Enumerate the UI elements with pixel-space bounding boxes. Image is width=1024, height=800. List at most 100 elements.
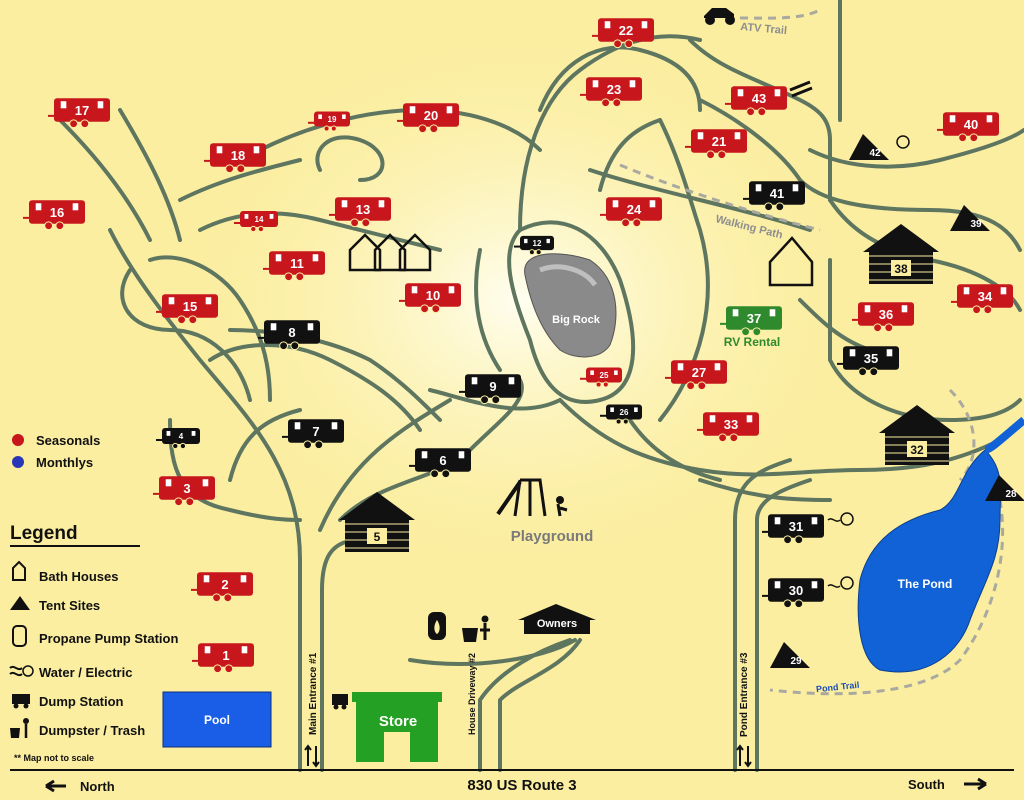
site-35[interactable]: 35 — [837, 346, 899, 377]
rv-wheel — [418, 124, 428, 134]
rv-window — [244, 214, 249, 219]
pond-inlet — [984, 416, 1024, 454]
rv-wheel — [295, 272, 305, 282]
rv-window — [203, 575, 210, 583]
rv-wheel — [873, 323, 883, 333]
rv-body — [586, 367, 622, 383]
site-number: 14 — [255, 215, 264, 224]
rv-window — [649, 200, 656, 208]
rv-body — [768, 514, 824, 538]
rv-wheel — [431, 304, 441, 314]
rv-wheel — [314, 440, 324, 450]
site-19[interactable]: 19 — [308, 111, 350, 132]
rv-body — [198, 643, 254, 667]
site-10[interactable]: 10 — [399, 283, 461, 314]
rv-window — [792, 184, 799, 192]
site-34[interactable]: 34 — [951, 284, 1013, 315]
site-11[interactable]: 11 — [263, 251, 325, 282]
cabin-32[interactable]: 32 — [879, 405, 955, 465]
tent-site-39[interactable]: 39 — [950, 205, 990, 231]
rv-body — [159, 476, 215, 500]
rv-window — [318, 114, 322, 119]
site-12[interactable]: 12 — [514, 235, 554, 256]
rv-body — [691, 129, 747, 153]
atv-icon — [704, 8, 735, 25]
site-24[interactable]: 24 — [600, 197, 662, 228]
site-25[interactable]: 25 — [580, 367, 622, 388]
site-17[interactable]: 17 — [48, 98, 110, 129]
cabin-roof — [879, 405, 955, 433]
site-22[interactable]: 22 — [592, 18, 654, 49]
rv-body — [288, 419, 344, 443]
tent-site-42[interactable]: 42 — [849, 134, 889, 160]
site-8[interactable]: 8 — [258, 320, 320, 351]
site-23[interactable]: 23 — [580, 77, 642, 108]
cabin-5[interactable]: 5 — [339, 492, 415, 552]
rv-wheel — [212, 593, 222, 603]
site-number: 21 — [712, 134, 726, 149]
owners-house: Owners — [518, 604, 596, 634]
site-4[interactable]: 4 — [156, 428, 200, 450]
rv-window — [241, 646, 248, 654]
rv-wheel — [185, 497, 195, 507]
site-3[interactable]: 3 — [153, 476, 215, 507]
rv-window — [378, 200, 385, 208]
site-14[interactable]: 14 — [234, 211, 278, 233]
rv-wheel — [429, 124, 439, 134]
site-33[interactable]: 33 — [697, 412, 759, 443]
tent-site-29[interactable]: 29 — [770, 642, 810, 668]
rv-wheel — [224, 664, 234, 674]
site-20[interactable]: 20 — [397, 103, 459, 134]
rv-window — [471, 377, 478, 385]
site-26[interactable]: 26 — [600, 404, 642, 425]
store-label: Store — [379, 713, 417, 730]
site-1[interactable]: 1 — [192, 643, 254, 674]
site-number: 22 — [619, 23, 633, 38]
rv-window — [634, 407, 638, 412]
cabin-number: 38 — [894, 262, 908, 276]
rv-body — [403, 103, 459, 127]
rv-wheel — [624, 39, 634, 49]
cabin-number: 32 — [910, 443, 924, 457]
site-6[interactable]: 6 — [409, 448, 471, 479]
site-number: 34 — [978, 289, 993, 304]
dump-station-icon — [332, 694, 348, 710]
site-40[interactable]: 40 — [937, 112, 999, 143]
site-31[interactable]: 31 — [762, 514, 824, 545]
site-41[interactable]: 41 — [743, 181, 805, 212]
site-18[interactable]: 18 — [204, 143, 266, 174]
rv-window — [774, 581, 781, 589]
site-9[interactable]: 9 — [459, 374, 521, 405]
site-27[interactable]: 27 — [665, 360, 727, 391]
site-13[interactable]: 13 — [329, 197, 391, 228]
legend-title: Legend — [10, 523, 78, 544]
rv-wheel — [622, 418, 629, 425]
site-37[interactable]: 37 — [720, 306, 782, 337]
site-43[interactable]: 43 — [725, 86, 787, 117]
dumpster-icon — [10, 718, 29, 738]
north-arrow-icon — [45, 779, 66, 793]
rv-window — [949, 115, 956, 123]
pond-trail-label: Pond Trail — [816, 680, 860, 694]
legend: Seasonals Monthlys Legend Bath Houses Te… — [9, 433, 178, 763]
site-7[interactable]: 7 — [282, 419, 344, 450]
rv-window — [331, 422, 338, 430]
pool: Pool — [162, 691, 272, 748]
site-number: 15 — [183, 299, 197, 314]
rv-window — [811, 517, 818, 525]
rv-wheel — [718, 433, 728, 443]
tent-icon — [950, 205, 990, 231]
site-15[interactable]: 15 — [156, 294, 218, 325]
site-36[interactable]: 36 — [852, 302, 914, 333]
rv-wheel — [535, 249, 542, 256]
site-21[interactable]: 21 — [685, 129, 747, 160]
site-30[interactable]: 30 — [762, 578, 824, 609]
site-2[interactable]: 2 — [191, 572, 253, 603]
site-16[interactable]: 16 — [23, 200, 85, 231]
rv-window — [524, 238, 528, 244]
rv-window — [629, 80, 636, 88]
tent-site-28[interactable]: 28 — [985, 475, 1024, 501]
cabin-38[interactable]: 38 — [863, 224, 939, 284]
